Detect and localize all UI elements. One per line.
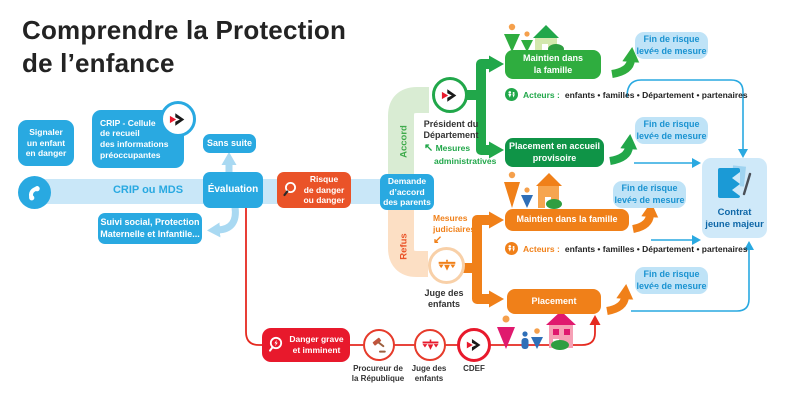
refus-label: Refus bbox=[398, 233, 410, 260]
juge-mid-circle bbox=[428, 247, 465, 284]
band-label: CRIP ou MDS bbox=[112, 184, 184, 196]
pink-family-illustration bbox=[497, 311, 576, 350]
demande-box: Demande d’accord des parents bbox=[380, 174, 434, 210]
contrat-box: Contrat jeune majeur bbox=[702, 158, 767, 238]
phone-icon bbox=[28, 185, 40, 200]
orange-swoosh-2 bbox=[606, 284, 634, 315]
accord-label: Accord bbox=[398, 125, 410, 158]
scales-icon bbox=[438, 259, 455, 271]
juge-mid-label: Juge des enfants bbox=[424, 288, 464, 309]
arrow-suivi bbox=[207, 206, 239, 238]
cdef-circle bbox=[457, 328, 491, 362]
signaler-bubble: Signaler un enfant en danger bbox=[18, 120, 74, 166]
crip-logo-circle bbox=[160, 101, 196, 137]
juge-bottom-label: Juge des enfants bbox=[411, 364, 447, 383]
suivi-box: Suivi social, Protection Maternelle et I… bbox=[98, 213, 202, 244]
fin-risque-bubble-4: Fin de risque levée de mesure bbox=[635, 267, 708, 294]
cdef-label: CDEF bbox=[463, 364, 485, 373]
fin-risque-bubble-3: Fin de risque levée de mesure bbox=[613, 181, 686, 208]
phone-circle bbox=[18, 176, 51, 209]
procureur-circle bbox=[363, 329, 395, 361]
people-icon bbox=[505, 88, 518, 101]
risque-box: Risque de danger ou danger bbox=[277, 172, 351, 208]
maintien-green-box: Maintien dans la famille bbox=[505, 50, 601, 79]
mesures-jud: Mesures judiciaires ↙ bbox=[433, 213, 476, 247]
fin-risque-bubble-1: Fin de risque levée de mesure bbox=[635, 32, 708, 59]
green-swoosh-1 bbox=[611, 47, 640, 78]
mesures-admin: ↖ Mesures administratives bbox=[424, 142, 497, 166]
orange-swoosh-1 bbox=[632, 202, 659, 233]
contract-folder-icon bbox=[718, 165, 752, 198]
president-circle bbox=[432, 77, 468, 113]
department-logo-icon bbox=[466, 339, 480, 351]
placement-orange-box: Placement bbox=[507, 289, 601, 314]
department-logo-icon bbox=[169, 112, 185, 126]
acteurs-row-green: Acteurs : enfants • familles • Départeme… bbox=[505, 88, 748, 101]
page-title: Comprendre la Protection de l’enfance bbox=[22, 15, 347, 78]
orange-arrow-placement bbox=[472, 264, 504, 308]
up-left-arrow-icon: ↖ bbox=[424, 142, 434, 154]
department-logo-icon bbox=[441, 88, 457, 102]
placement-green-box: Placement en accueil provisoire bbox=[505, 138, 604, 167]
down-left-arrow-icon: ↙ bbox=[433, 234, 443, 247]
president-label: Président du Département bbox=[423, 119, 479, 140]
magnifier-icon bbox=[283, 182, 297, 197]
sans-suite-box: Sans suite bbox=[203, 134, 256, 153]
fin-risque-bubble-2: Fin de risque levée de mesure bbox=[635, 117, 708, 144]
green-swoosh-2 bbox=[609, 134, 638, 165]
gavel-icon bbox=[372, 337, 386, 353]
juge-bottom-circle bbox=[414, 329, 446, 361]
scales-icon bbox=[422, 339, 438, 350]
orange-family-illustration bbox=[504, 171, 562, 209]
magnifier-alert-icon bbox=[269, 336, 283, 352]
maintien-orange-box: Maintien dans la famille bbox=[505, 209, 629, 231]
evaluation-box: Évaluation bbox=[203, 172, 263, 208]
acteurs-row-orange: Acteurs : enfants • familles • Départeme… bbox=[505, 242, 748, 255]
green-arrow-maintien bbox=[465, 55, 504, 100]
danger-box: Danger grave et imminent bbox=[262, 328, 350, 362]
people-icon bbox=[505, 242, 518, 255]
procureur-label: Procureur de la République bbox=[351, 364, 405, 383]
